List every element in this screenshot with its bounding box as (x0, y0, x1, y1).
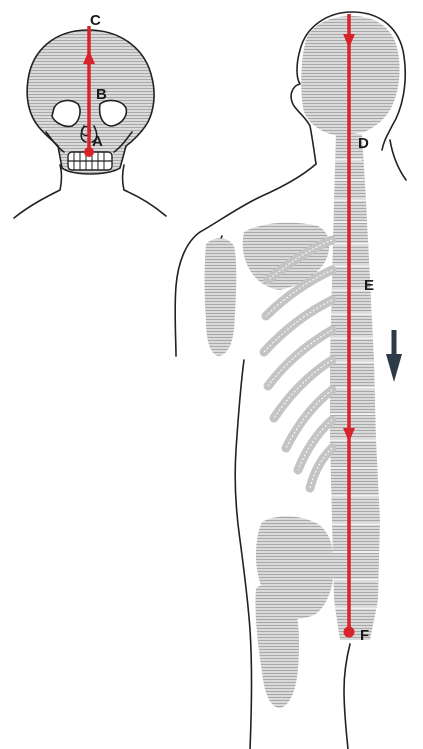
skull-figure-shoulders (14, 165, 62, 218)
body-neck-right (390, 140, 406, 180)
body-torso-outline (235, 360, 251, 749)
point-f-dot (344, 627, 355, 638)
label-f: F (360, 627, 369, 644)
label-b: B (96, 86, 107, 103)
body-figure: D E F (175, 12, 406, 749)
label-a: A (92, 133, 103, 150)
label-d: D (358, 135, 369, 152)
femur (255, 585, 299, 708)
skull-figure: C B A (14, 12, 166, 218)
body-hip-outline (344, 644, 350, 749)
direction-arrow (386, 330, 402, 382)
label-e: E (364, 277, 374, 294)
skull-figure-shoulders-right (123, 165, 167, 216)
label-c: C (90, 12, 101, 29)
humerus (205, 238, 237, 356)
skull-left-eye-socket (52, 101, 80, 127)
spine (330, 134, 380, 640)
